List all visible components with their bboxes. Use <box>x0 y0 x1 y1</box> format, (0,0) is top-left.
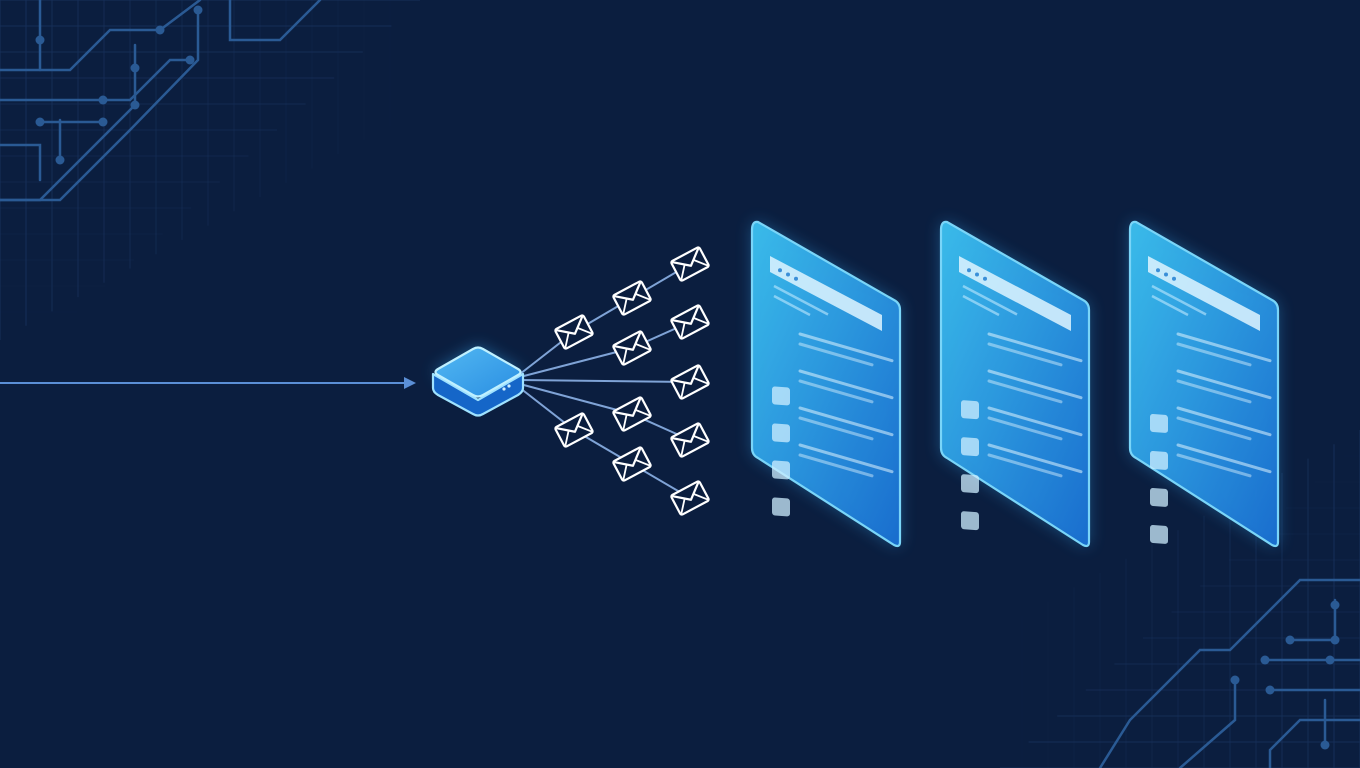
circuit-node <box>1320 740 1330 750</box>
circuit-nodes-top-left <box>35 5 203 165</box>
circuit-node <box>98 95 108 105</box>
arrow-right-icon <box>404 377 416 389</box>
connector-line <box>519 321 691 378</box>
circuit-node <box>35 35 45 45</box>
envelope-group <box>554 246 710 516</box>
envelope-icon <box>670 304 710 340</box>
envelope-icon <box>670 480 710 516</box>
incoming-flow <box>0 377 416 389</box>
circuit-node <box>1285 635 1295 645</box>
circuit-node <box>1325 655 1335 665</box>
document-window-icon <box>1128 220 1280 548</box>
connector-line <box>519 263 691 375</box>
envelope-icon <box>554 314 594 350</box>
background-grid-bottom-right <box>1000 430 1360 768</box>
envelope-icon <box>612 280 652 316</box>
circuit-node <box>1260 655 1270 665</box>
envelope-icon <box>670 422 710 458</box>
background-grid-top-left <box>0 0 420 340</box>
circuit-node <box>193 5 203 15</box>
envelope-icon <box>670 364 710 400</box>
circuit-node <box>98 117 108 127</box>
envelope-icon <box>670 246 710 282</box>
connector-line <box>519 383 691 441</box>
document-window-icon <box>939 220 1091 548</box>
circuit-node <box>130 63 140 73</box>
circuit-node <box>55 155 65 165</box>
document-window-icon <box>750 220 902 548</box>
envelope-icon <box>612 446 652 482</box>
envelope-icon <box>612 396 652 432</box>
connector-line <box>519 387 691 499</box>
circuit-node <box>185 55 195 65</box>
circuit-nodes-bottom-right <box>1230 600 1340 750</box>
circuit-traces-top-left <box>0 0 322 202</box>
circuit-node <box>1330 600 1340 610</box>
circuit-node <box>130 100 140 110</box>
document-panels <box>750 220 1280 548</box>
circuit-node <box>1330 635 1340 645</box>
hub-connectors <box>519 263 691 499</box>
circuit-node <box>155 25 165 35</box>
envelope-icon <box>554 412 594 448</box>
circuit-node <box>1230 675 1240 685</box>
circuit-node <box>35 117 45 127</box>
envelope-icon <box>612 330 652 366</box>
connector-line <box>519 379 691 383</box>
router-box-icon <box>431 346 525 417</box>
circuit-node <box>1265 685 1275 695</box>
